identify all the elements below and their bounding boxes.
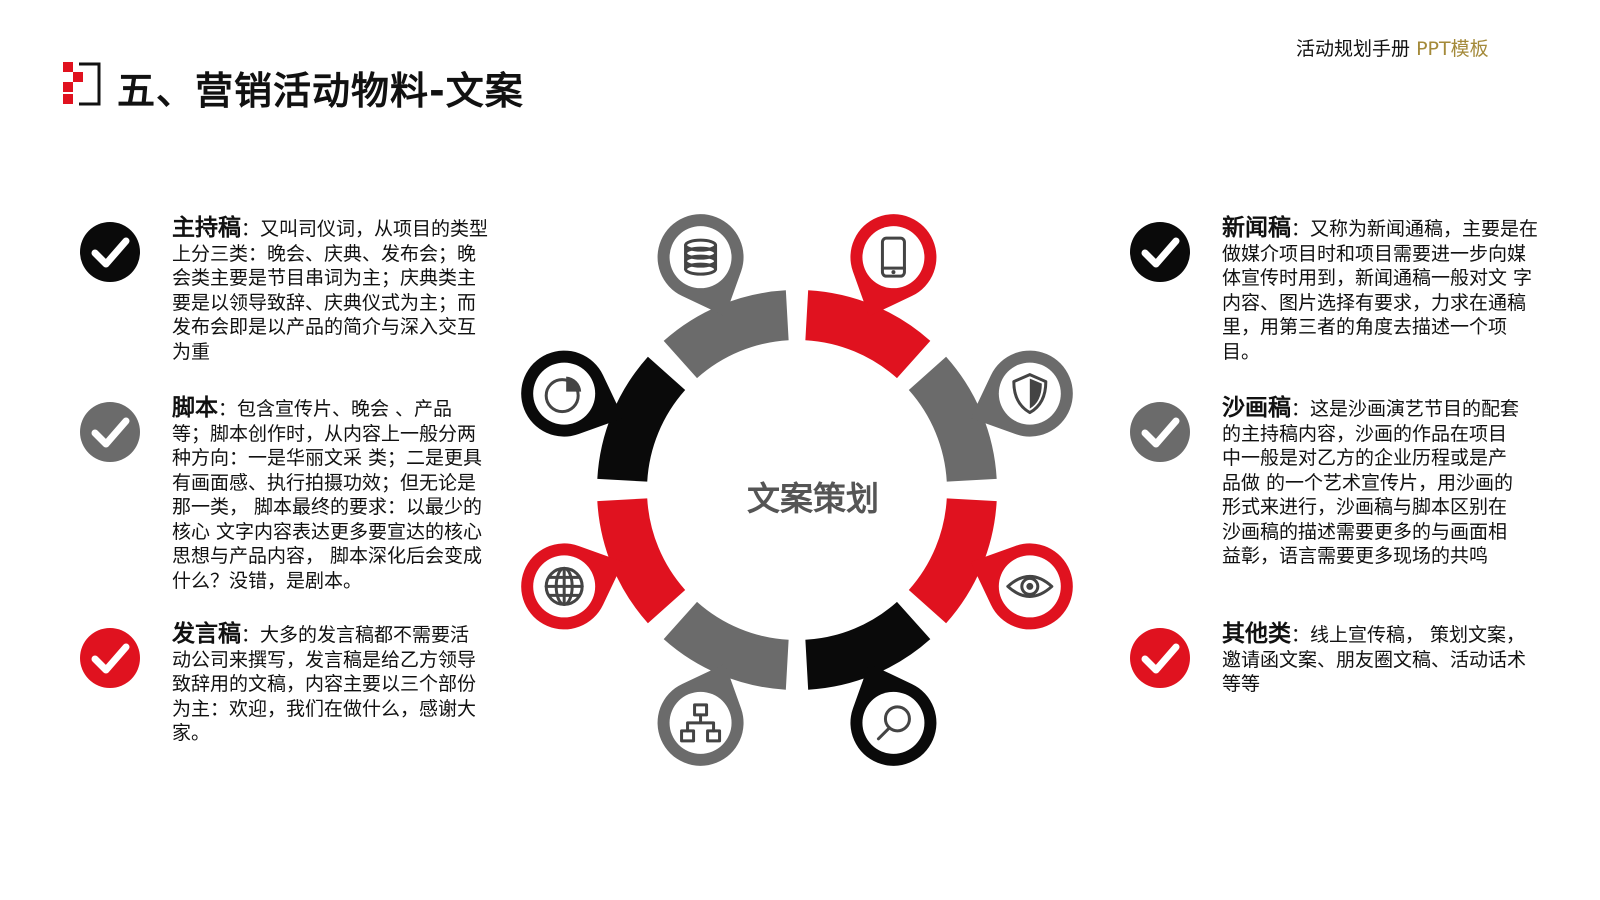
brand-accent: PPT模板	[1416, 38, 1489, 60]
eye-icon	[1006, 574, 1054, 598]
item-heading: 主持稿	[172, 215, 241, 241]
check-icon	[80, 402, 140, 462]
item-sep: ：	[1291, 624, 1311, 646]
pie-chart-icon	[544, 376, 582, 414]
item-sep: ：	[218, 398, 238, 420]
ring-segment	[663, 601, 789, 690]
item-body: 又叫司仪词，从项目的类型上分三类：晚会、庆典、发布会；晚会类主要是节目串词为主；…	[172, 218, 489, 363]
pin-marker	[970, 350, 1073, 437]
shield-icon	[1012, 373, 1048, 415]
item-sep: ：	[1291, 398, 1311, 420]
ring-segment	[597, 356, 686, 482]
item-heading: 发言稿	[172, 621, 241, 647]
item-heading: 沙画稿	[1222, 395, 1291, 421]
ring-segment	[597, 498, 686, 624]
ring-segment	[805, 601, 931, 690]
item-body: 包含宣传片、晚会 、产品等；脚本创作时，从内容上一般分两种方向：一是华丽文采 类…	[172, 398, 483, 592]
item-heading: 新闻稿	[1222, 215, 1291, 241]
item-body: 大多的发言稿都不需要活动公司来撰写，发言稿是给乙方领导致辞用的文稿，内容主要以三…	[172, 624, 477, 744]
item-body: 又称为新闻通稿，主要是在做媒介项目时和项目需要进一步向媒体宣传时用到，新闻通稿一…	[1222, 218, 1539, 363]
pin-marker	[657, 214, 744, 317]
item-sep: ：	[241, 624, 261, 646]
brand-text: 活动规划手册	[1296, 38, 1411, 60]
item-body: 这是沙画演艺节目的配套的主持稿内容，沙画的作品在项目中一般是对乙方的企业历程或是…	[1222, 398, 1520, 567]
check-icon	[80, 222, 140, 282]
ring-segment	[663, 290, 789, 379]
check-icon	[80, 628, 140, 688]
pin-marker	[970, 543, 1073, 630]
pin-marker	[521, 543, 624, 630]
page-title: 五、营销活动物料-文案	[117, 69, 524, 113]
pin-marker	[657, 663, 744, 766]
ring-segment	[805, 290, 931, 379]
section-logo-icon	[63, 62, 101, 106]
brand-label: 活动规划手册 PPT模板	[1296, 34, 1489, 61]
center-label: 文案策划	[747, 479, 879, 518]
mobile-phone-icon	[880, 236, 906, 278]
check-icon	[1130, 628, 1190, 688]
item-body: 线上宣传稿， 策划文案，邀请函文案、朋友圈文稿、活动话术等等	[1222, 624, 1527, 695]
item-heading: 脚本	[172, 395, 218, 421]
item-sep: ：	[241, 218, 261, 240]
item-sep: ：	[1291, 218, 1311, 240]
pin-marker	[850, 214, 937, 317]
globe-icon	[544, 566, 584, 606]
pin-marker	[850, 663, 937, 766]
magnifier-icon	[876, 705, 911, 741]
database-icon	[684, 238, 718, 276]
sitemap-icon	[680, 703, 722, 743]
check-icon	[1130, 402, 1190, 462]
ring-segment	[908, 356, 997, 482]
ring-segment	[908, 498, 997, 624]
item-heading: 其他类	[1222, 621, 1291, 647]
check-icon	[1130, 222, 1190, 282]
pin-marker	[521, 350, 624, 437]
